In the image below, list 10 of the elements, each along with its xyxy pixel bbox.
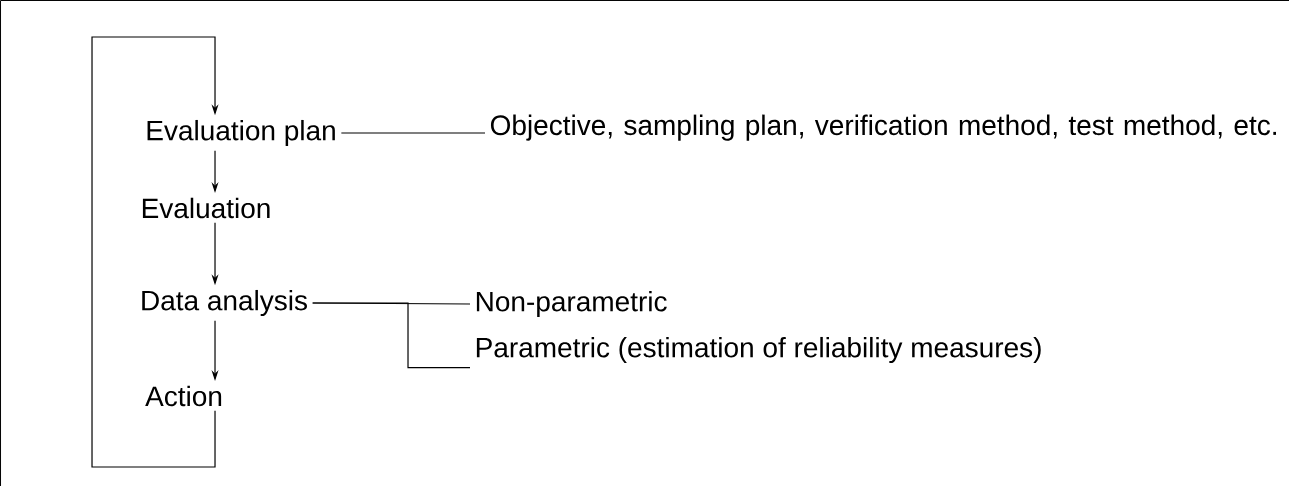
step-label: Action xyxy=(145,385,222,407)
step-label: Evaluation xyxy=(142,197,270,219)
option-text: Parametric (estimation of reliability measures) xyxy=(476,336,1041,364)
step-label: Evaluation plan xyxy=(147,119,335,147)
note-text: Objective, sampling plan, verification method, test method, etc. xyxy=(490,114,1276,141)
connector-line xyxy=(312,302,471,369)
step-label: Data analysis xyxy=(142,289,307,317)
option-text: Non-parametric xyxy=(476,290,667,318)
connector-line xyxy=(340,132,486,134)
loop-arrow xyxy=(91,36,219,468)
